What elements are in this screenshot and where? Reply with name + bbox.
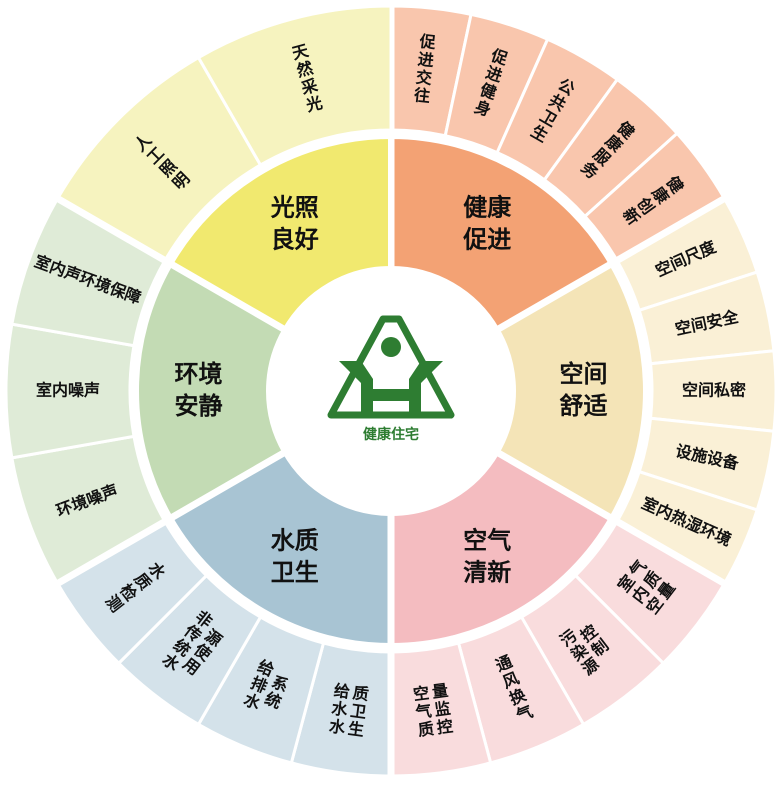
- sector-air: 空气清新室内空气质量污染源控制通风换气空气质量监控: [388, 447, 727, 778]
- svg-text:卫: 卫: [349, 701, 367, 722]
- sector-title-space-0: 空间: [560, 360, 608, 388]
- sector-divider: [493, 447, 728, 588]
- svg-text:空间私密: 空间私密: [682, 381, 746, 400]
- sector-title-quiet-0: 环境: [175, 360, 223, 388]
- svg-text:控: 控: [436, 716, 454, 737]
- sector-title-health-1: 促进: [462, 225, 511, 253]
- svg-text:气: 气: [513, 702, 536, 726]
- sector-title-light-0: 光照: [270, 193, 319, 221]
- sector-title-space-1: 舒适: [560, 392, 608, 420]
- svg-text:空: 空: [412, 683, 430, 704]
- svg-text:统: 统: [262, 689, 284, 713]
- svg-text:室内噪声: 室内噪声: [36, 381, 100, 400]
- svg-text:采: 采: [298, 75, 319, 98]
- svg-text:然: 然: [295, 58, 315, 80]
- svg-text:促: 促: [488, 45, 511, 69]
- sector-health: 健康促进促进交往促进健身公共卫生健康服务健康创新: [388, 4, 727, 335]
- sector-title-air-1: 清新: [463, 559, 511, 587]
- svg-text:进: 进: [483, 63, 504, 86]
- svg-text:风: 风: [500, 668, 522, 692]
- svg-text:排: 排: [248, 673, 270, 697]
- svg-text:通: 通: [493, 652, 515, 676]
- svg-text:往: 往: [413, 85, 431, 106]
- sector-title-quiet-1: 安静: [175, 392, 223, 420]
- outer-segment-light-1: [196, 4, 393, 168]
- sector-divider: [54, 194, 289, 335]
- svg-text:生: 生: [347, 719, 365, 740]
- outer-label-quiet-1: 室内噪声: [36, 381, 100, 400]
- svg-text:量: 量: [431, 681, 449, 702]
- svg-text:天: 天: [290, 40, 311, 63]
- sector-title-health-0: 健康: [463, 193, 512, 221]
- logo-text: 健康住宅: [363, 426, 419, 443]
- sector-divider: [493, 194, 728, 335]
- svg-text:质: 质: [352, 683, 370, 704]
- svg-text:进: 进: [417, 50, 435, 71]
- sector-divider: [54, 447, 289, 588]
- svg-text:给: 给: [333, 681, 351, 702]
- sector-title-water-0: 水质: [271, 527, 319, 555]
- svg-text:促: 促: [418, 32, 438, 53]
- svg-text:水: 水: [330, 699, 349, 720]
- sector-title-air-0: 空气: [463, 527, 511, 555]
- svg-text:质: 质: [417, 719, 435, 740]
- svg-text:气: 气: [413, 701, 432, 722]
- svg-text:身: 身: [472, 97, 493, 120]
- outer-label-space-2: 空间私密: [682, 381, 746, 400]
- svg-text:系: 系: [269, 672, 291, 696]
- sector-title-light-1: 良好: [271, 225, 319, 253]
- sector-title-water-1: 卫生: [271, 559, 319, 587]
- svg-text:水: 水: [328, 716, 347, 737]
- svg-text:健: 健: [478, 80, 499, 103]
- svg-text:交: 交: [415, 67, 433, 88]
- svg-text:光: 光: [303, 93, 324, 116]
- house-logo: 健康住宅: [327, 315, 455, 443]
- svg-text:给: 给: [255, 656, 277, 680]
- svg-text:监: 监: [433, 699, 451, 720]
